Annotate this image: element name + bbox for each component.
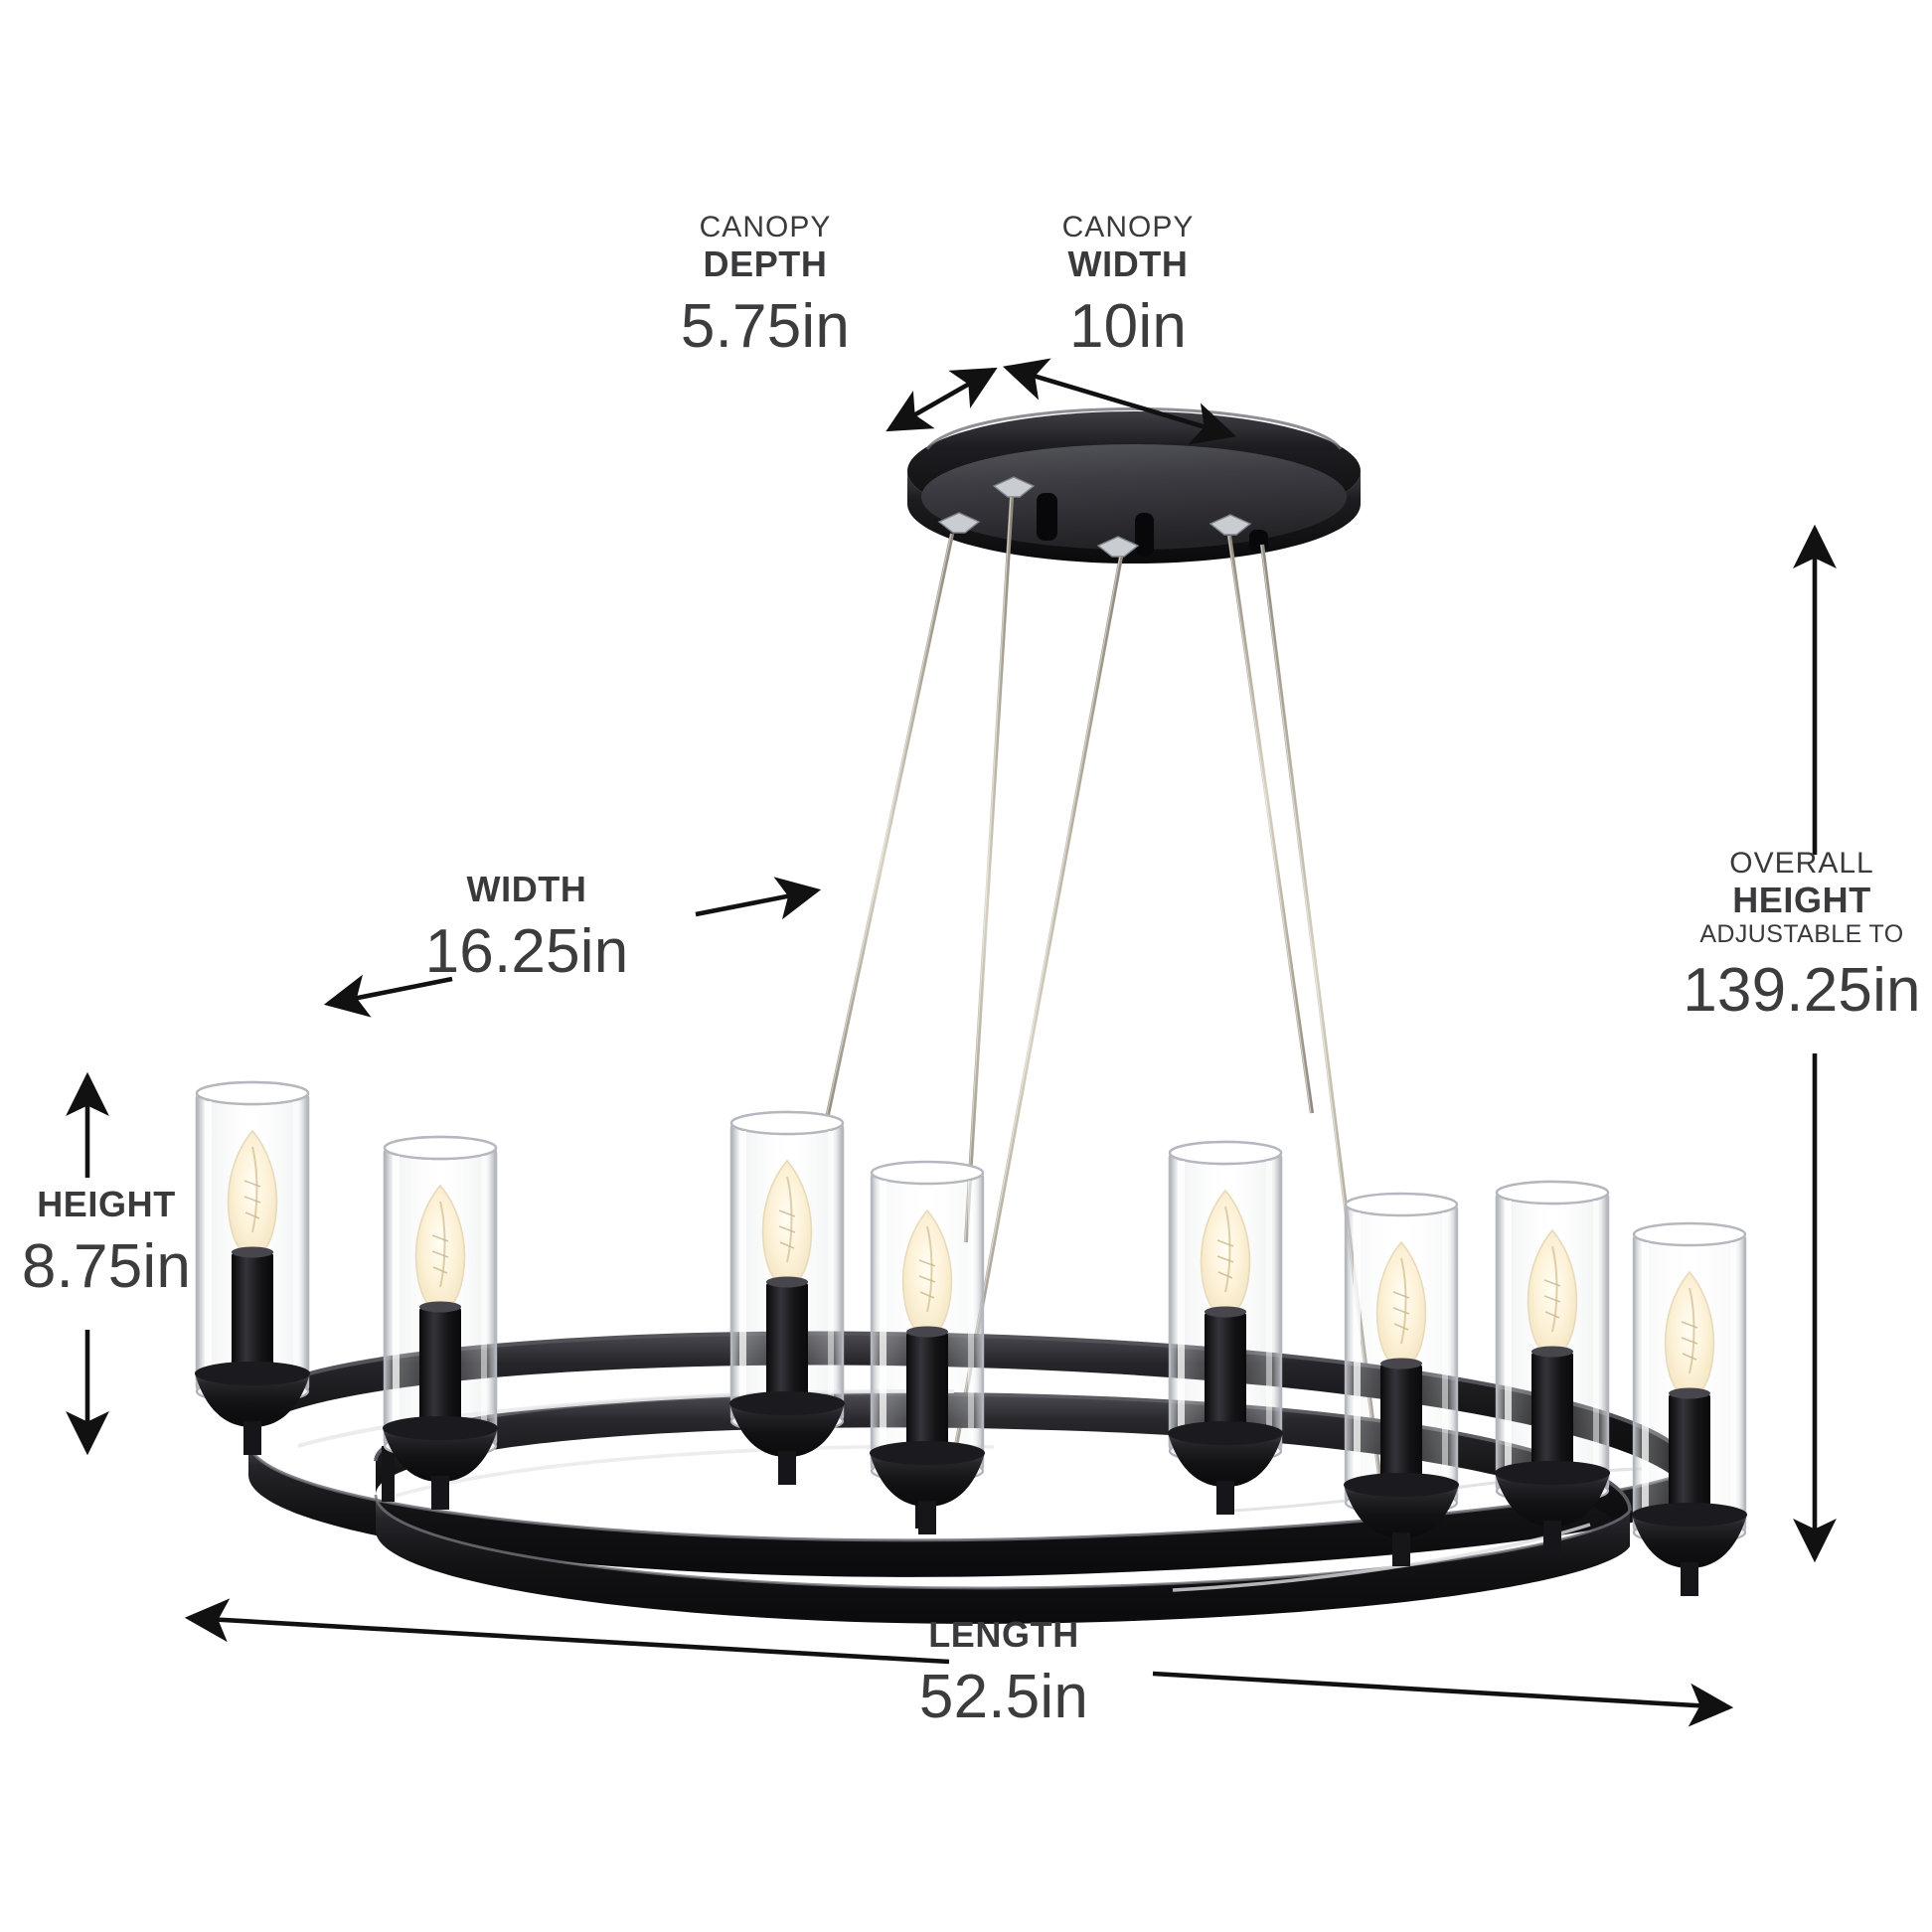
arrow-length-left [184, 1598, 950, 1665]
label-canopy-width-value: 10in [1068, 291, 1188, 361]
label-height-value: 8.75in [21, 1232, 192, 1302]
label-width-name: WIDTH [466, 869, 587, 909]
label-overall-height-name: HEIGHT [1732, 879, 1871, 920]
arrow-canopy-depth [886, 367, 998, 432]
label-overall-height: OVERALL HEIGHT ADJUSTABLE TO 139.25in [1668, 847, 1932, 1025]
arrow-length-right [1152, 1671, 1734, 1727]
label-overall-height-sub: ADJUSTABLE TO [1699, 919, 1904, 948]
arrow-width-right [695, 877, 822, 920]
label-length: LENGTH 52.5in [855, 1614, 1153, 1732]
label-canopy-depth: CANOPY DEPTH 5.75in [641, 211, 889, 361]
label-overall-height-kicker: OVERALL [1729, 847, 1874, 880]
arrow-width-left [323, 974, 453, 1018]
label-canopy-width: CANOPY WIDTH 10in [1004, 211, 1252, 361]
label-canopy-width-kicker: CANOPY [1061, 211, 1195, 243]
label-height-name: HEIGHT [37, 1184, 176, 1224]
label-canopy-depth-value: 5.75in [680, 291, 851, 361]
label-width: WIDTH 16.25in [388, 869, 666, 987]
arrow-canopy-width [1002, 358, 1237, 445]
label-length-name: LENGTH [928, 1614, 1079, 1655]
label-overall-height-value: 139.25in [1683, 955, 1921, 1025]
suspension-cables [822, 496, 1384, 1492]
label-height: HEIGHT 8.75in [0, 1184, 221, 1302]
label-length-value: 52.5in [918, 1663, 1089, 1732]
label-width-value: 16.25in [424, 917, 629, 987]
label-canopy-depth-kicker: CANOPY [699, 211, 832, 243]
dimension-arrows [66, 358, 1837, 1727]
canopy [907, 406, 1361, 564]
label-canopy-depth-name: DEPTH [703, 242, 828, 284]
label-canopy-width-name: WIDTH [1067, 242, 1189, 284]
